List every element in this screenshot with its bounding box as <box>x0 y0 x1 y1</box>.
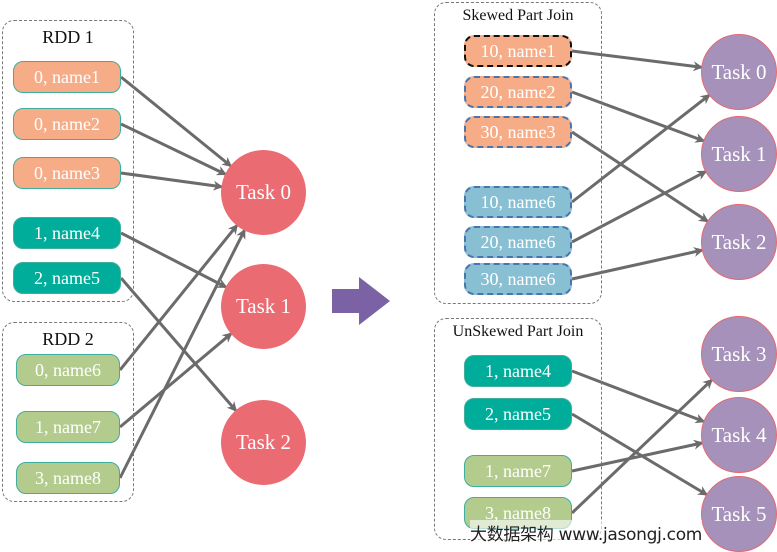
transition-arrow-icon <box>332 277 390 325</box>
edge-skewed-5 <box>571 247 704 281</box>
edge-unskewed-2 <box>571 439 704 473</box>
rdd2-title: RDD 2 <box>42 329 94 349</box>
edge-rdd1-3 <box>120 231 228 289</box>
edge-rdd1-1 <box>120 122 227 176</box>
rdd1-record-4: 2, name5 <box>13 262 121 294</box>
edge-rdd1-2 <box>120 171 224 191</box>
left-task-1: Task 1 <box>221 264 306 349</box>
edge-rdd1-4 <box>119 277 237 412</box>
rdd1-record-3: 1, name4 <box>13 217 121 249</box>
right-task-1: Task 1 <box>701 116 777 192</box>
skewed-record-4: 20, name6 <box>464 226 572 258</box>
skewed-record-0: 10, name1 <box>464 35 572 67</box>
watermark: 大数据架构 www.jasongj.com <box>470 520 702 545</box>
right-task-5: Task 5 <box>701 476 777 552</box>
rdd2-record-2: 3, name8 <box>16 462 120 494</box>
edge-skewed-0 <box>571 49 704 72</box>
skewed-record-1: 20, name2 <box>464 76 572 108</box>
right-task-2: Task 2 <box>701 204 777 280</box>
rdd1-record-0: 0, name1 <box>13 61 121 93</box>
rdd1-group: RDD 1 <box>2 20 134 302</box>
rdd2-record-0: 0, name6 <box>16 354 120 386</box>
unskewed-record-1: 2, name5 <box>464 398 572 430</box>
edge-skewed-2 <box>571 130 709 223</box>
left-task-2: Task 2 <box>221 400 306 485</box>
rdd1-record-1: 0, name2 <box>13 108 121 140</box>
unskewed-record-0: 1, name4 <box>464 355 572 387</box>
skewed-group: Skewed Part Join <box>434 2 602 304</box>
right-task-3: Task 3 <box>701 316 777 392</box>
edge-skewed-1 <box>571 90 706 143</box>
edge-rdd1-0 <box>120 75 233 167</box>
skewed-record-2: 30, name3 <box>464 116 572 148</box>
unskewed-title: UnSkewed Part Join <box>452 323 584 340</box>
edge-skewed-4 <box>571 170 708 244</box>
edge-skewed-3 <box>571 94 711 204</box>
rdd1-record-2: 0, name3 <box>13 157 121 189</box>
edge-rdd2-2 <box>118 228 246 479</box>
skewed-title: Skewed Part Join <box>462 7 574 24</box>
skewed-record-3: 10, name6 <box>464 186 572 218</box>
edge-rdd2-0 <box>118 223 239 371</box>
edge-unskewed-1 <box>571 412 709 496</box>
rdd2-group: RDD 2 <box>2 322 134 502</box>
unskewed-record-2: 1, name7 <box>464 455 572 487</box>
right-task-0: Task 0 <box>701 34 777 110</box>
right-task-4: Task 4 <box>701 397 777 473</box>
left-task-0: Task 0 <box>221 150 306 235</box>
skewed-record-5: 30, name6 <box>464 263 572 295</box>
rdd2-record-1: 1, name7 <box>16 411 120 443</box>
edge-unskewed-3 <box>570 378 713 515</box>
rdd1-title: RDD 1 <box>42 27 94 47</box>
edge-unskewed-0 <box>571 369 706 424</box>
edge-rdd2-1 <box>119 332 233 429</box>
